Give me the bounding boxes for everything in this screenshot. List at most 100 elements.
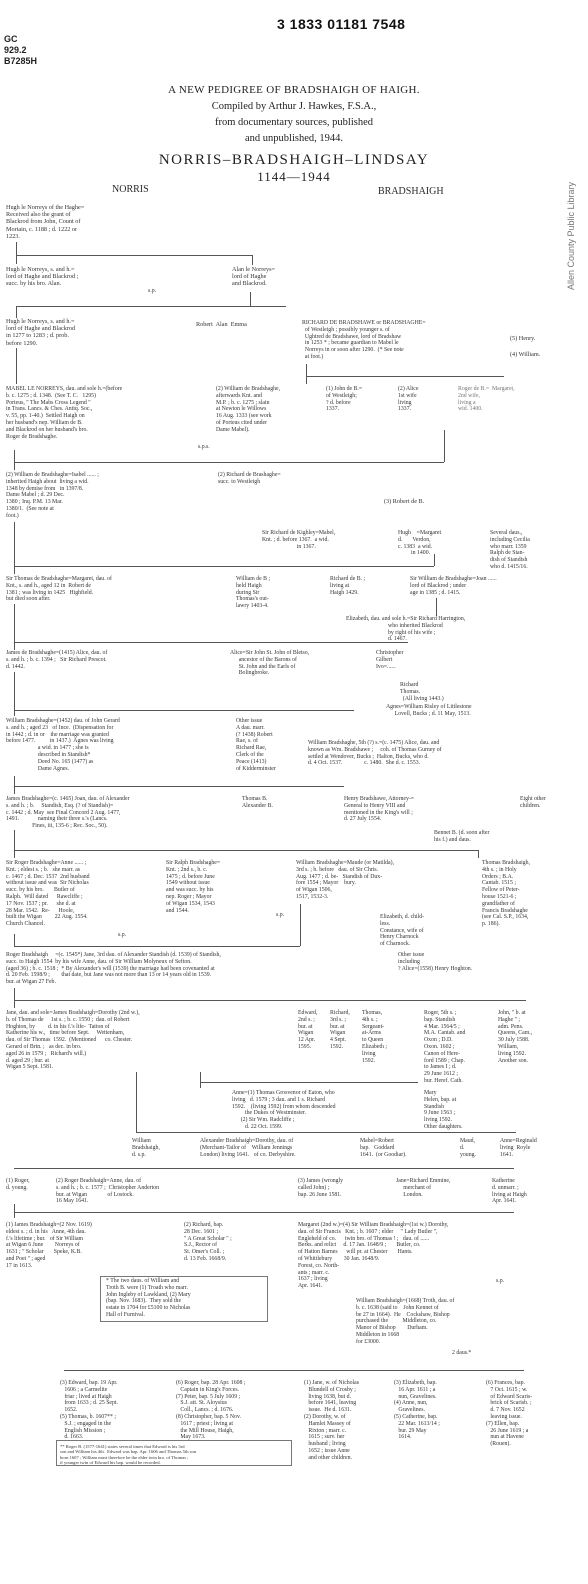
descent-line xyxy=(434,554,435,566)
barcode-number: 3 1833 01181 7548 xyxy=(277,16,406,32)
entry-alice-st-john: Alice=Sir John St. John of Bletso, ances… xyxy=(230,650,310,677)
descent-line xyxy=(14,988,15,1008)
bradshaigh-column-label: BRADSHAIGH xyxy=(378,186,444,197)
descent-line xyxy=(14,934,15,946)
entry-edward: Edward, 2nd s. ; bur. at Wigan 12 Apr. 1… xyxy=(298,1010,318,1050)
entry-several-daus: Several daus., including Cecilia who mar… xyxy=(490,530,530,570)
entry-john-de-b: (1) John de B.= of Westleigh; ? d. befor… xyxy=(326,386,363,413)
entry-sir-william-bradshaigh: Margaret (2nd w.)=(4) Sir William Bradsh… xyxy=(298,1222,449,1290)
footnote-two-daus: * The two daus. of William and Troth B. … xyxy=(106,1278,191,1318)
entry-roger-peter-christopher: (6) Roger, bap. 28 Apr. 1608 ; Captain i… xyxy=(176,1380,246,1441)
entry-richard-thomas: Richard Thomas. (All living 1443.) xyxy=(400,682,444,702)
sibling-line xyxy=(200,1082,418,1083)
entry-thomas-alexander-b: Thomas B. Alexander B. xyxy=(242,796,273,809)
entry-henry: (5) Henry. xyxy=(510,335,536,342)
entry-william-bradshaghe-wendover: William Bradshaghe, 5th (?) s.=(c. 1475)… xyxy=(308,740,442,767)
entry-alan: Alan le Norreys= lord of Haghe and Black… xyxy=(232,266,276,288)
publication-line: and unpublished, 1944. xyxy=(245,133,343,144)
entry-sir-roger-bradshaghe: Sir Roger Bradshaghe=Anne ...... ; Knt. … xyxy=(6,860,90,928)
sibling-line xyxy=(14,566,434,567)
entry-william-bradshaigh-sp: William Bradshaigh, d. s.p. xyxy=(132,1138,160,1158)
entry-mabel-goddard: Mabel=Robert bap. Goddard 1641. (or Good… xyxy=(360,1138,407,1158)
entry-bennet-b: Bennet B. (d. soon after his f.) and dau… xyxy=(434,830,490,843)
entry-anne-grosvenor: Anne=(1) Thomas Grosvenor of Eaton, who … xyxy=(232,1090,336,1130)
entry-william-bradshaghe-maude: William Bradshaghe=Maude (or Matilda), 3… xyxy=(296,860,395,900)
entry-elizabeth-constance: Elizabeth, d. child- less. Constance, wi… xyxy=(380,914,425,948)
descent-line xyxy=(252,255,253,265)
entry-richard-de-kighley: Sir Richard de Kighley=Mabel, Knt. ; d. … xyxy=(262,530,336,550)
descent-line xyxy=(136,1072,137,1132)
sibling-line xyxy=(14,1168,514,1169)
entry-alexander-bradshaigh: Alexander Bradshaigh=Dorothy, dau. of (M… xyxy=(200,1138,296,1158)
descent-line xyxy=(14,776,15,794)
sp-marker: s.p. xyxy=(148,288,157,294)
sibling-line xyxy=(64,1370,524,1371)
descent-line xyxy=(14,450,15,470)
descent-line xyxy=(14,830,15,858)
entry-christopher-gilbert-ivo: Christopher Gilbert Ivo=...... xyxy=(376,650,404,670)
pedigree-title: A NEW PEDIGREE OF BRADSHAIGH OF HAIGH. xyxy=(168,84,420,96)
library-spine-label: Allen County Public Library xyxy=(566,181,576,290)
sibling-line xyxy=(14,850,478,851)
entry-elizabeth-harrington: Elizabeth, dau. and sole h.=Sir Richard … xyxy=(346,616,466,643)
sibling-line xyxy=(14,710,354,711)
entry-roger-bradshaigh-anderton: (2) Roger Bradshaigh=Anne, dau. of s. an… xyxy=(56,1178,160,1205)
entry-agnes-risley: Agnes=William Risley of Littlestone Love… xyxy=(386,704,472,717)
entry-hugh-3: Hugh le Norreys, s. and h.= lord of Hagh… xyxy=(6,318,76,347)
footnote-box xyxy=(56,1440,292,1466)
entry-william-bradshaigh-troth: William Bradshaigh=(1668) Troth, dau. of… xyxy=(356,1298,455,1345)
entry-sir-william-de-bradshaghe: Sir William de Bradshaghe=Joan ...... lo… xyxy=(410,576,497,596)
entry-robert-alan-emma: Robert Alan Emma xyxy=(196,321,247,328)
entry-jane-emmine: Jane=Richard Emmine, merchant of London. xyxy=(396,1178,451,1198)
sp-marker: s.p. xyxy=(496,1278,505,1284)
descent-line xyxy=(478,850,479,858)
entry-thomas-4th: Thomas, 4th s. ; Sergeant- at-Arms to Qu… xyxy=(362,1010,387,1064)
norris-column-label: NORRIS xyxy=(112,184,149,195)
entry-william-4: (4) William. xyxy=(510,351,541,358)
entry-jane-dorothy: (1) Jane, w. of Nicholas Blundell of Cro… xyxy=(304,1380,359,1461)
entry-james-bradshaigh-norreys: (1) James Bradshaigh=(2 Nov. 1619) eldes… xyxy=(6,1222,92,1269)
entry-james-bradshaghe-standish: James Bradshaghe=(c. 1465) Joan, dau. of… xyxy=(6,796,130,830)
entry-robert-de-b-3: (3) Robert de B. xyxy=(384,498,425,505)
sources-line: from documentary sources, published xyxy=(214,117,374,128)
entry-hugh-margaret-verdon: Hugh =Margaret d. Verdon, c. 1383 a wid.… xyxy=(398,530,442,557)
descent-line xyxy=(16,306,17,318)
descent-line xyxy=(16,348,17,384)
entry-henry-bradshawe-attorney: Henry Bradshawe, Attorney-= General to H… xyxy=(344,796,415,823)
entry-richard-de-b-1429: Richard de B. ; living at Haigh 1429. xyxy=(330,576,366,596)
descent-line xyxy=(306,364,307,384)
entry-katherine: Katherine d. unmarr. ; living at Haigh A… xyxy=(492,1178,527,1205)
main-heading: NORRIS–BRADSHAIGH–LINDSAY xyxy=(158,152,430,168)
entry-mabel-le-norreys: MABEL LE NORREYS, dau. and sole h.=(befo… xyxy=(6,386,123,440)
descent-line xyxy=(300,904,301,946)
sibling-line xyxy=(14,946,300,947)
entry-mary-helen: Mary Helen, bap. at Standish 9 June 1563… xyxy=(424,1090,463,1130)
entry-james-wrongly-john: (3) James (wrongly called John) ; bap. 2… xyxy=(298,1178,344,1198)
entry-james-de-bradshaghe: James de Bradshaghe=(1415) Alice, dau. o… xyxy=(6,650,108,670)
sp-marker: s.p. xyxy=(118,932,127,938)
footnote-roger-b: ** Roger B. (1577-1641) states several t… xyxy=(60,1444,197,1466)
sibling-line xyxy=(16,306,286,307)
sibling-line xyxy=(14,1212,514,1213)
entry-hugh-2: Hugh le Norreys, s. and h.= lord of Hagh… xyxy=(6,266,79,288)
entry-hugh-1: Hugh le Norreys of the Haghe= Received a… xyxy=(6,204,85,240)
entry-other-issue-rae: Other issue A dau. marr. (? 1438) Robert… xyxy=(236,718,276,772)
descent-line xyxy=(14,1204,15,1218)
entry-richard-de-brashaghe: (2) Richard de Brashaghe= succ. to Westl… xyxy=(218,472,281,485)
entry-john-william: John, " b. at Haghe " ; adm. Pens. Queen… xyxy=(498,1010,533,1064)
entry-jane-james-dorothy: Jane, dau. and sole=James Bradshaigh=Dor… xyxy=(6,1010,140,1071)
sibling-line xyxy=(306,376,504,377)
entry-thomas-bradshaigh-orders: Thomas Bradshaigh, 4th s. ; in Holy Orde… xyxy=(482,860,530,928)
footnote-box xyxy=(100,1276,268,1322)
entry-maud: Maud, d. young. xyxy=(460,1138,476,1158)
compiler-line: Compiled by Arthur J. Hawkes, F.S.A., xyxy=(211,101,377,112)
entry-anne-royle: Anne=Reginald living Royle 1641. xyxy=(500,1138,537,1158)
descent-line xyxy=(250,292,251,306)
entry-william-de-bradshaghe-2: (2) William de Bradshaghe=Isabel ...... … xyxy=(6,472,99,519)
descent-line xyxy=(14,604,15,650)
sibling-line xyxy=(14,786,344,787)
descent-line xyxy=(14,522,15,574)
descent-line xyxy=(16,242,17,264)
entry-sir-ralph-bradshaghe: Sir Ralph Bradshaghe= Knt. ; 2nd s., b. … xyxy=(166,860,221,914)
sibling-line xyxy=(16,255,252,256)
